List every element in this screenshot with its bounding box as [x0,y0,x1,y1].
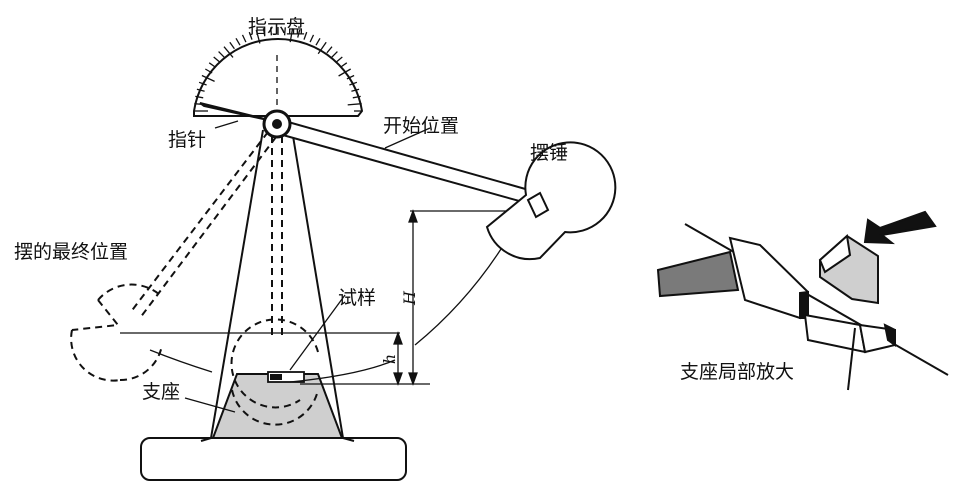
label-start-position: 开始位置 [383,115,460,137]
final-pendulum [70,131,277,382]
label-specimen: 试样 [338,287,377,309]
dial-tick [270,27,273,36]
support-detail [656,210,949,391]
dial-tick [229,41,235,50]
dial-tick [223,46,234,58]
dial-tick [349,81,358,86]
label-dial: 指示盘 [248,16,306,38]
dial-tick [262,28,266,37]
label-pointer: 指针 [168,129,207,151]
dial-tick [338,68,352,77]
dial [193,27,364,117]
rest-pendulum [230,136,319,426]
dial-tick [208,62,217,68]
dial-tick [326,46,333,54]
dial-tick [335,56,343,63]
dial-tick [283,27,286,36]
label-h: h [380,353,400,365]
label-H: H [399,291,419,305]
pointer [199,102,278,123]
dial-tick [303,31,308,40]
label-support: 支座 [142,381,181,403]
dial-tick [346,74,355,80]
dial-tick [248,31,253,40]
hammer [485,141,617,261]
dial-tick [235,37,241,46]
specimen [267,371,305,383]
dial-tick [218,51,225,58]
label-support-detail: 支座局部放大 [680,361,795,383]
label-hammer: 摆锤 [530,142,569,164]
dimension-h [393,331,403,386]
leader-lines [184,120,431,413]
dial-tick [289,28,294,43]
dial-tick [317,41,327,55]
dial-tick [339,62,348,68]
dial-tick [213,56,221,63]
swing-arcs [149,237,509,383]
dial-tick [198,81,207,86]
dial-tick [241,34,247,43]
reference-lines [120,210,532,385]
dial-tick [297,29,301,38]
dial-tick [196,88,205,92]
dial-tick [315,37,321,46]
dimension-H [408,209,418,386]
dial-tick [351,88,360,92]
frame [200,129,355,442]
dial-tick [347,103,362,106]
base [140,437,407,481]
dial-tick [331,51,338,58]
dial-tick [309,34,315,43]
dial-tick [195,95,204,99]
dial-tick [352,95,361,99]
dial-tick [204,68,213,74]
dial-tick [255,29,261,44]
support [211,373,344,439]
label-final-position: 摆的最终位置 [14,241,129,263]
dial-tick [201,74,215,82]
